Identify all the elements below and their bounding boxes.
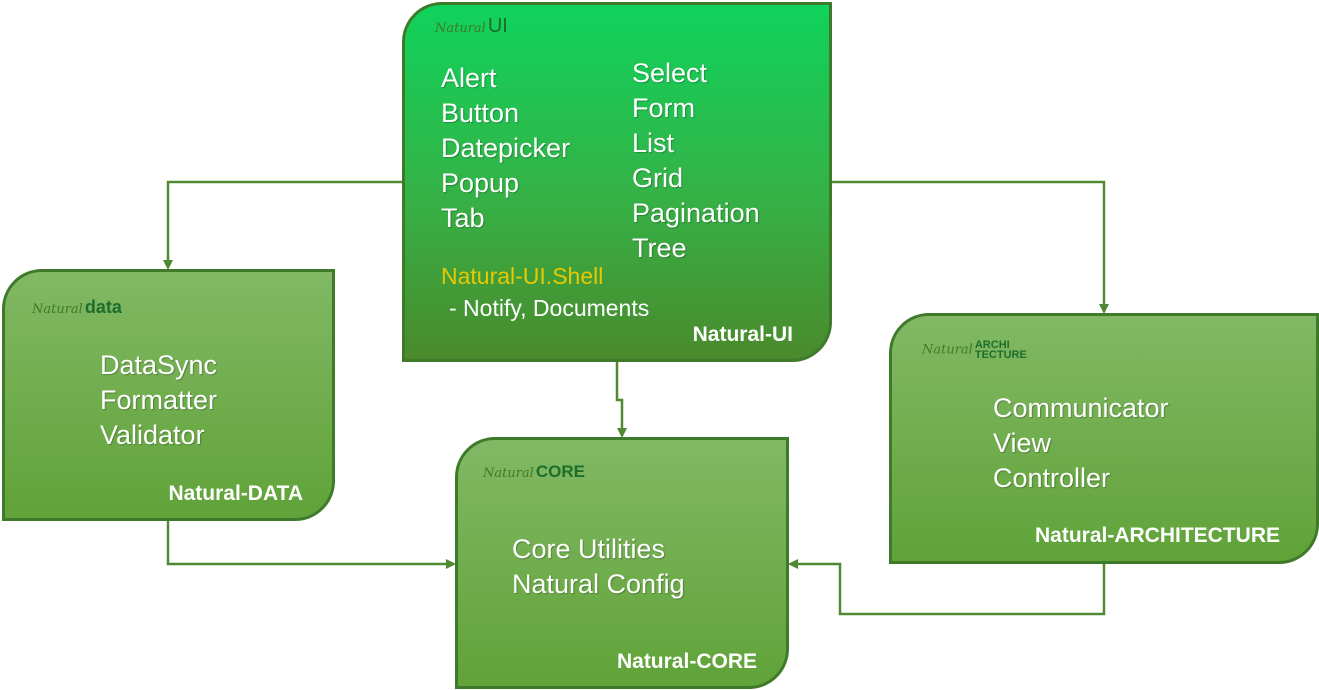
logo-brand-line1: ARCHI (974, 339, 1010, 351)
logo-script: Natural (32, 302, 83, 317)
natural-core-label: Natural-CORE (616, 650, 757, 673)
logo-script: Natural (435, 21, 486, 36)
logo-brand: data (84, 297, 122, 317)
list-item: DataSync (100, 350, 218, 380)
logo-script: Natural (483, 466, 534, 481)
list-item: View (993, 428, 1052, 458)
list-item: Tab (441, 203, 485, 233)
natural-architecture-label: Natural-ARCHITECTURE (1034, 524, 1280, 547)
list-item: Select (632, 58, 708, 88)
logo-brand: CORE (535, 462, 585, 481)
list-item: Tree (632, 233, 687, 263)
logo-brand-line2: TECTURE (974, 349, 1027, 361)
data-items-list: DataSync Formatter Validator (100, 348, 217, 453)
natural-data-label: Natural-DATA (168, 482, 303, 505)
list-item: Pagination (632, 198, 760, 228)
list-item: Core Utilities (512, 534, 666, 564)
list-item: Popup (441, 168, 520, 198)
list-item: Natural Config (512, 569, 685, 599)
list-item: List (632, 128, 675, 158)
connector-ui-to-core (615, 362, 627, 438)
list-item: Validator (100, 420, 205, 450)
list-item: Form (632, 93, 695, 123)
architecture-items-list: Communicator View Controller (993, 391, 1169, 496)
core-items-list: Core Utilities Natural Config (512, 532, 685, 602)
list-item: Controller (993, 463, 1111, 493)
connector-data-to-core (166, 521, 456, 569)
connector-architecture-to-core (788, 559, 1106, 616)
logo-script: Natural (922, 342, 973, 358)
connector-ui-to-data (163, 180, 402, 270)
logo-brand: UI (487, 15, 508, 37)
list-item: Formatter (100, 385, 218, 415)
ui-shell-title: Natural-UI.Shell (441, 263, 604, 289)
ui-shell-subtitle: - Notify, Documents (449, 295, 650, 321)
list-item: Datepicker (441, 133, 571, 163)
connector-ui-to-architecture (832, 180, 1109, 314)
list-item: Grid (632, 163, 684, 193)
ui-components-right: Select Form List Grid Pagination Tree (632, 56, 760, 266)
natural-ui-label: Natural-UI (692, 323, 793, 346)
list-item: Communicator (993, 393, 1169, 423)
list-item: Button (441, 98, 520, 128)
ui-components-left: Alert Button Datepicker Popup Tab (441, 61, 570, 236)
list-item: Alert (441, 63, 497, 93)
